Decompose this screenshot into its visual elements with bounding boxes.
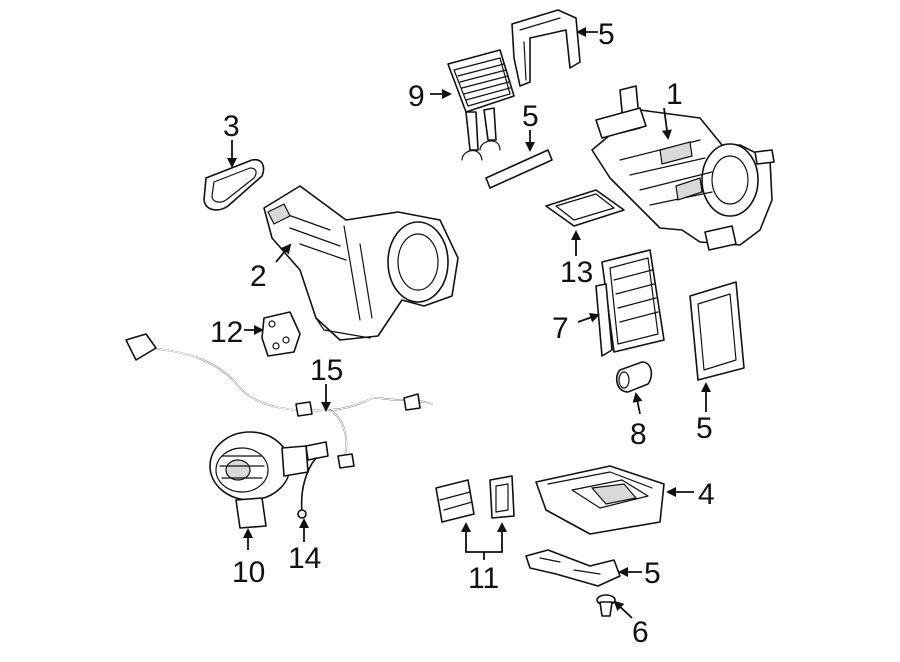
callout-14: 14	[288, 542, 321, 575]
callout-5-center: 5	[522, 100, 539, 133]
callout-5-top: 5	[598, 18, 615, 51]
drain-pan	[535, 465, 665, 535]
callout-7: 7	[552, 312, 569, 345]
drain-clip	[596, 594, 616, 617]
bracket-bottom	[525, 549, 621, 587]
callout-5-bottom: 5	[644, 557, 661, 590]
main-case	[591, 85, 775, 251]
callout-13: 13	[560, 256, 593, 289]
callout-1: 1	[666, 78, 683, 111]
callout-15: 15	[310, 354, 343, 387]
callout-5-right: 5	[696, 412, 713, 445]
callout-11: 11	[468, 562, 499, 595]
evaporator-core	[595, 249, 665, 357]
callout-3: 3	[223, 110, 240, 143]
expansion-valve	[615, 361, 653, 393]
callout-9: 9	[408, 80, 425, 113]
bracket-top	[511, 9, 581, 87]
callout-12: 12	[210, 316, 243, 349]
gasket-ring	[203, 158, 265, 211]
callout-6: 6	[632, 616, 649, 649]
filter-seal	[545, 189, 625, 227]
seal-strip-center	[485, 149, 553, 189]
connector-seal	[435, 475, 515, 523]
mode-actuator	[261, 311, 301, 357]
callout-8: 8	[630, 418, 647, 451]
callout-10: 10	[232, 556, 265, 589]
temp-sensor	[297, 441, 329, 519]
callout-2: 2	[250, 260, 267, 293]
filter-frame	[689, 281, 745, 381]
callout-4: 4	[698, 478, 715, 511]
heater-core	[447, 49, 515, 161]
blower-motor	[209, 431, 309, 529]
rear-housing	[263, 185, 459, 341]
wiring-harness	[125, 333, 433, 469]
